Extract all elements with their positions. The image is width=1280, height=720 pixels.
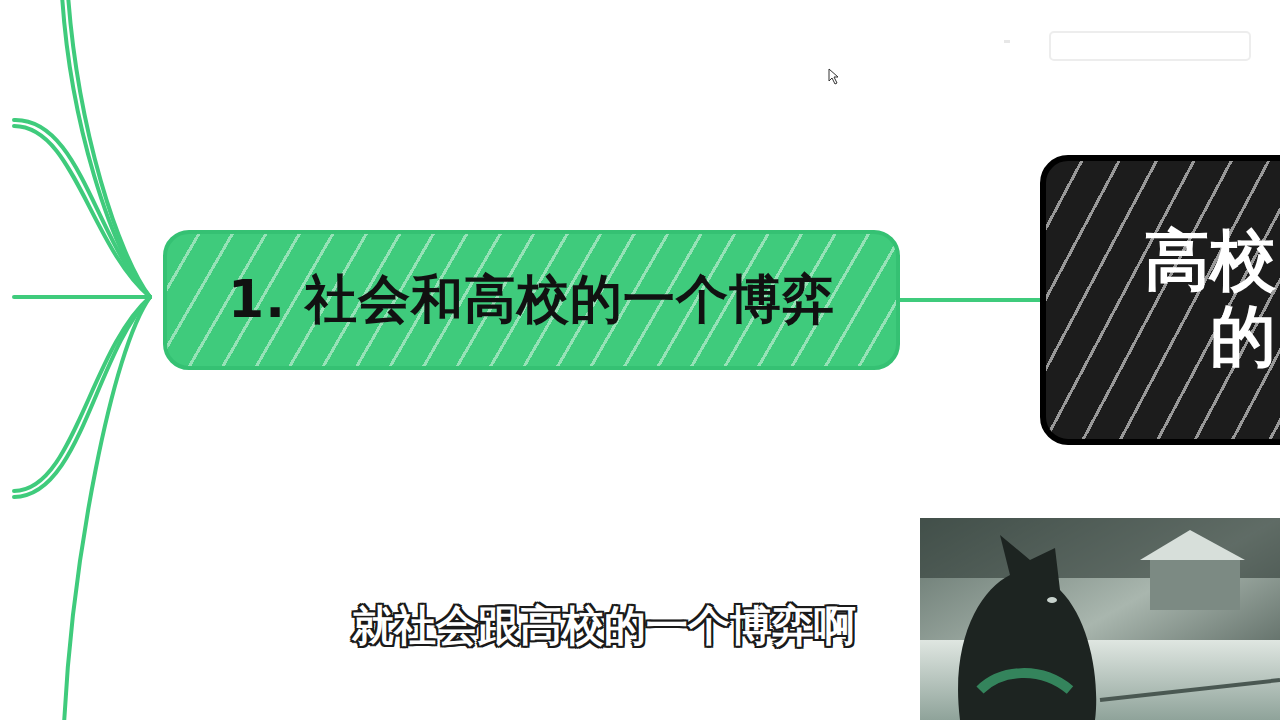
topic-box: 1. 社会和高校的一个博弈 bbox=[163, 230, 900, 370]
branch-lines bbox=[14, 0, 150, 720]
subtitle-caption: 就社会跟高校的一个博弈啊 bbox=[352, 598, 856, 654]
cat-photo bbox=[920, 518, 1280, 720]
branch-connector bbox=[900, 298, 1040, 302]
subtopic-box: 高校 的 bbox=[1040, 155, 1280, 445]
node-text: 1. 社会和高校的一个博弈 bbox=[228, 265, 835, 335]
cursor-icon bbox=[829, 69, 838, 84]
watermark-mark bbox=[1004, 32, 1250, 60]
node-text: 高校 的 bbox=[1126, 223, 1276, 375]
